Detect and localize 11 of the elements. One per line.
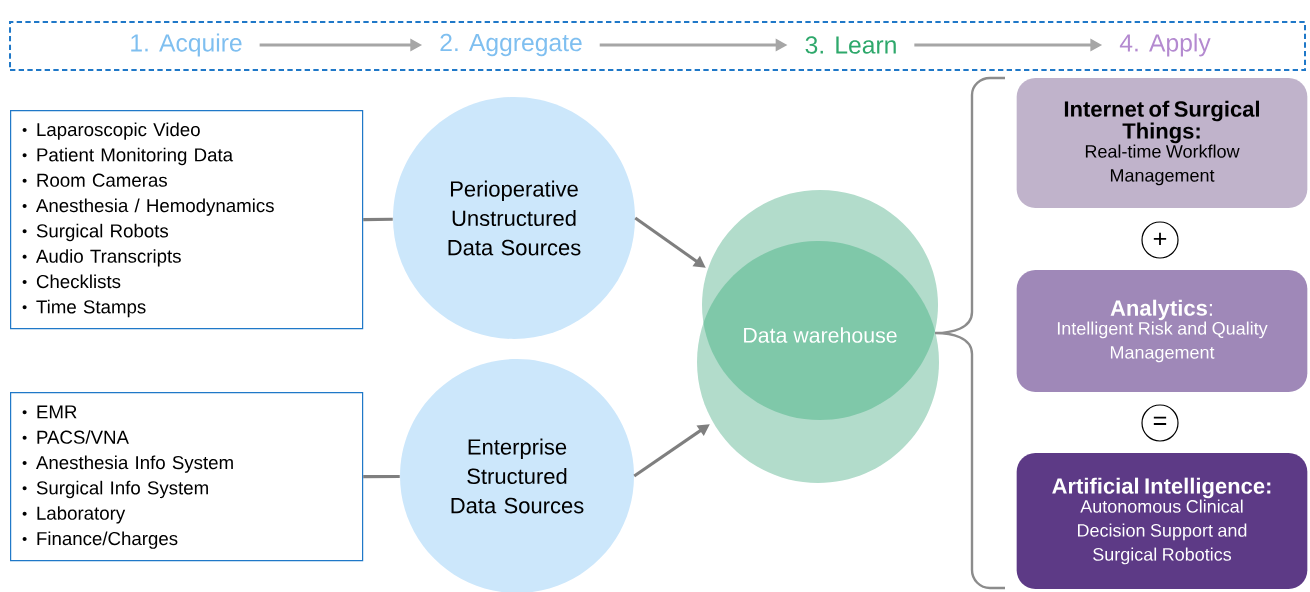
bullet-list-box: Laparoscopic Video Patient Monitoring Data Room Cameras Anesthesia / Hemodynamics Surgical Robots Audio Transcripts Checklists Time Stamps (10, 110, 364, 330)
stage-label: 1. Acquire (131, 33, 242, 57)
overlapping-circles: Data warehouse (697, 190, 939, 483)
rounded-card: Artificial Intelligence: Autonomous Clinical Decision Support and Surgical Robotics (1016, 453, 1308, 589)
stage-label: 3. Learn (805, 36, 896, 54)
rounded-card: Analytics: Intelligent Risk and Quality Management (1016, 270, 1308, 392)
stage-label: 4. Apply (1119, 33, 1211, 57)
dashed-band (9, 21, 1306, 71)
rounded-card: Internet of Surgical Things: Real-time Workflow Management (1016, 78, 1308, 208)
stage-label: 2. Aggregate (440, 33, 582, 57)
bullet-list-box: EMR PACS/VNA Anesthesia Info System Surgical Info System Laboratory Finance/Charges (10, 392, 364, 562)
